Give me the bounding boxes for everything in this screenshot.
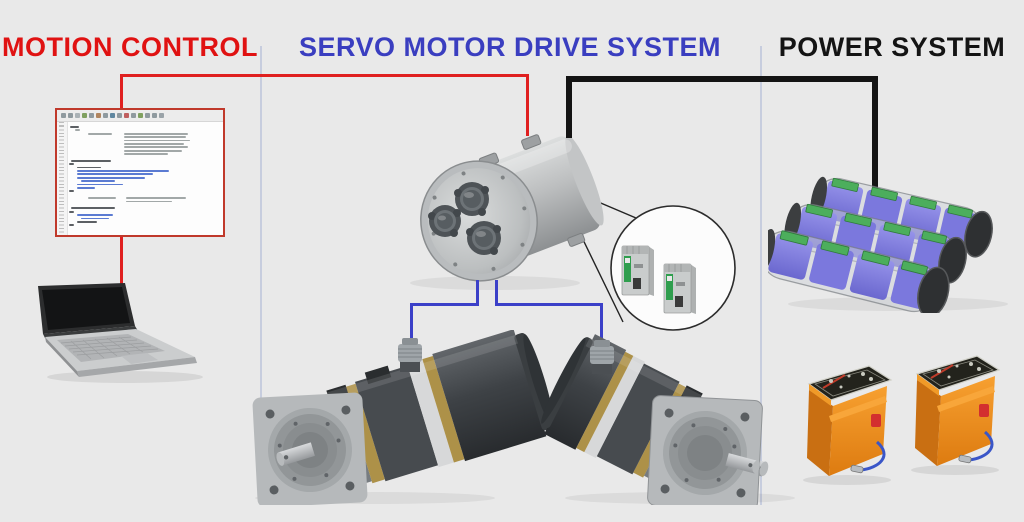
code-text	[68, 122, 223, 235]
wire-blue-drive-right	[495, 280, 498, 306]
divider-right	[760, 46, 762, 505]
wire-red-to-laptop	[120, 236, 123, 290]
toolbar-icon	[103, 113, 108, 118]
divider-left	[260, 46, 262, 505]
toolbar-icon	[131, 113, 136, 118]
power-box	[803, 365, 893, 485]
wire-red-horizontal	[120, 74, 529, 77]
wire-blue-horizontal-left	[410, 303, 479, 306]
magnifier-circle	[610, 205, 736, 331]
servo-drive-unit-2	[663, 263, 696, 314]
wire-red-to-drive	[526, 74, 529, 136]
toolbar-icon	[82, 113, 87, 118]
servo-motor-right	[541, 334, 795, 505]
connector-port-left	[428, 205, 461, 237]
toolbar-icon	[159, 113, 164, 118]
toolbar-icon	[110, 113, 115, 118]
laptop-touchpad	[121, 353, 158, 364]
laptop-screen	[42, 287, 130, 330]
power-box	[911, 355, 1001, 475]
wire-red-to-code	[120, 74, 123, 110]
servo-motor-left	[252, 330, 554, 505]
wire-black-to-drive	[566, 76, 572, 138]
toolbar-icon	[96, 113, 101, 118]
title-servo-drive-system: SERVO MOTOR DRIVE SYSTEM	[298, 31, 722, 62]
connector-port-bottom	[466, 221, 501, 255]
servo-drive-unit-1	[621, 245, 654, 296]
wire-blue-drive-left	[476, 280, 479, 306]
battery-tube	[768, 228, 950, 313]
toolbar-icon	[75, 113, 80, 118]
toolbar-icon	[89, 113, 94, 118]
battery-pack	[768, 176, 1008, 313]
title-power-system: POWER SYSTEM	[778, 31, 1006, 62]
toolbar-icon	[61, 113, 66, 118]
motor-connector	[398, 338, 422, 372]
toolbar-icon	[138, 113, 143, 118]
toolbar-icon	[145, 113, 150, 118]
title-motion-control: MOTION CONTROL	[2, 31, 258, 62]
motor-connector	[590, 340, 614, 374]
wire-blue-to-motor-left	[410, 303, 413, 349]
wire-blue-horizontal-right	[495, 303, 603, 306]
box-cable	[860, 440, 886, 472]
connector-port-top	[454, 182, 489, 216]
wire-black-horizontal	[566, 76, 878, 82]
toolbar-icon	[68, 113, 73, 118]
toolbar-icon	[152, 113, 157, 118]
toolbar-icon	[124, 113, 129, 118]
code-toolbar	[57, 110, 223, 122]
box-latch	[979, 404, 989, 417]
box-cable	[968, 430, 994, 462]
power-boxes	[803, 355, 1001, 485]
toolbar-icon	[117, 113, 122, 118]
wire-black-to-battery	[872, 76, 878, 198]
box-latch	[871, 414, 881, 427]
line-number-gutter	[57, 122, 68, 235]
wire-blue-to-motor-right	[600, 303, 603, 351]
code-editor-window	[55, 108, 225, 237]
laptop	[38, 283, 203, 383]
servo-drive-housing	[410, 134, 604, 290]
